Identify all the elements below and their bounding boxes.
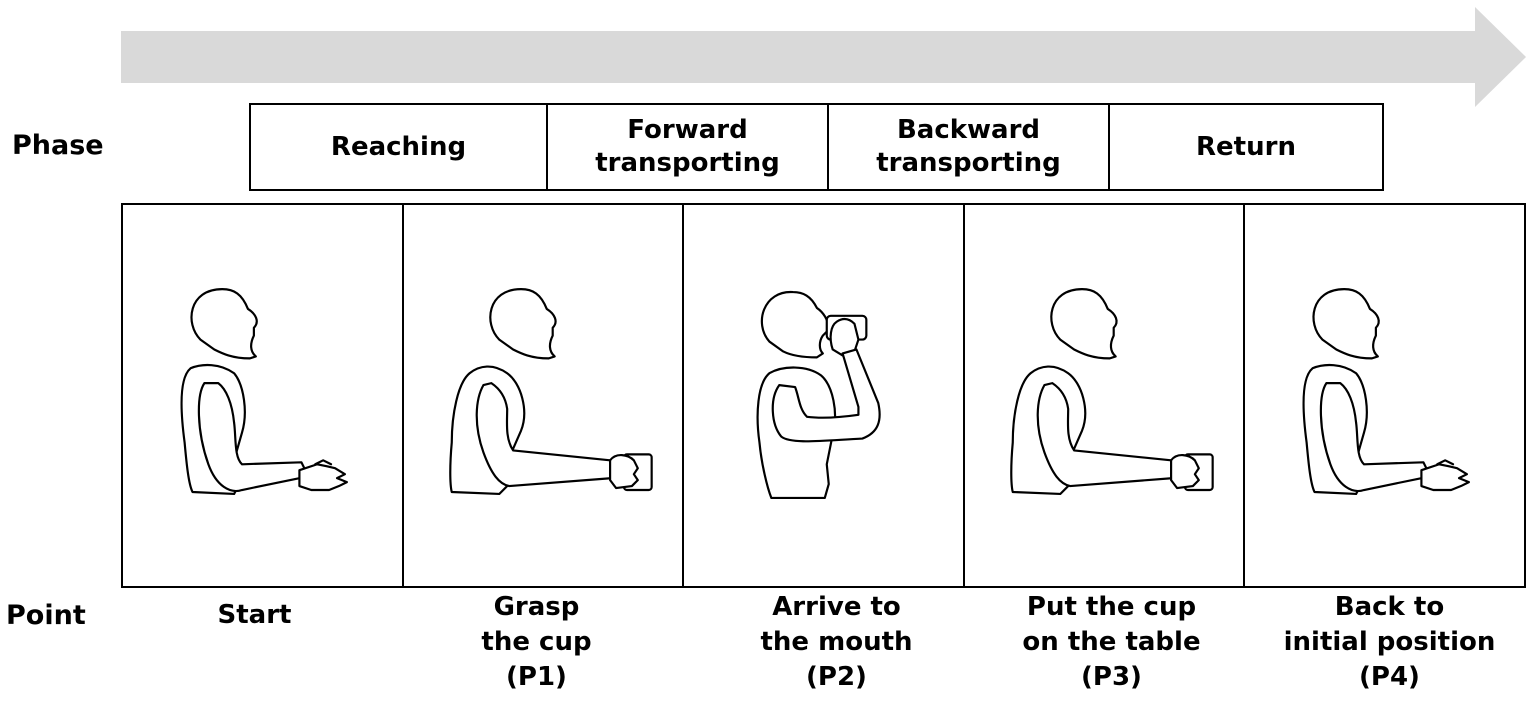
phase-bar: Reaching Forward transporting Backward t… <box>249 103 1384 191</box>
panel-mouth <box>682 205 963 586</box>
phase-row-label: Phase <box>12 130 104 161</box>
panel-put-cup <box>962 205 1244 586</box>
phase-return: Return <box>1108 105 1382 189</box>
phase-reaching: Reaching <box>330 131 467 162</box>
person-holding-cup-illustration <box>448 288 653 496</box>
phase-forward-transporting: Forward transporting <box>546 105 827 189</box>
point-put-cup-label: Put the cup on the table (P3) <box>1022 592 1201 692</box>
person-open-hand-illustration <box>180 288 348 496</box>
point-mouth-label: Arrive to the mouth (P2) <box>760 592 913 692</box>
point-back-label: Back to initial position (P4) <box>1283 592 1496 692</box>
panel-grasp <box>401 205 683 586</box>
pose-panels <box>121 203 1526 588</box>
panel-back <box>1243 205 1524 586</box>
person-holding-cup-illustration <box>1009 288 1214 496</box>
point-start-label: Start <box>217 600 292 630</box>
phase-backward-transporting: Backward transporting <box>827 105 1108 189</box>
point-grasp-label: Grasp the cup (P1) <box>481 592 592 692</box>
timeline-arrow <box>121 7 1526 107</box>
point-row-label: Point <box>6 600 86 631</box>
panel-start <box>123 205 402 586</box>
person-drinking-illustration <box>756 290 881 500</box>
person-open-hand-illustration <box>1302 288 1471 496</box>
